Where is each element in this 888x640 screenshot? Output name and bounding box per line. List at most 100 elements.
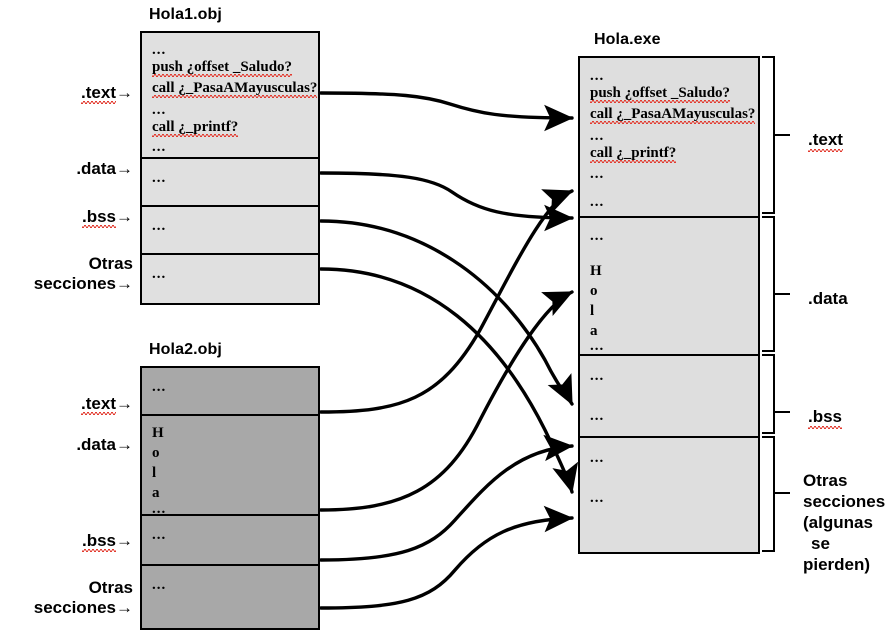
spellcheck-underline: call ¿_printf?	[590, 145, 677, 163]
hola1-divider-data-bss	[142, 205, 318, 207]
hola1-text-ellipsis-1: ...	[152, 42, 167, 58]
label-data-word: .data	[76, 159, 116, 178]
label-obj1-bss: .bss→	[0, 207, 133, 228]
label-otras-line1: Otras	[88, 578, 133, 597]
label-otras-word: secciones	[33, 598, 116, 617]
arrow-obj2-data-to-exe-data	[319, 290, 574, 512]
exe-otras-ellipsis-2: ...	[590, 490, 605, 506]
spellcheck-underline: push ¿offset _Saludo?	[590, 85, 731, 103]
exe-text-ellipsis-3: ...	[590, 166, 605, 182]
exe-divider-text-data	[580, 216, 758, 218]
label-obj1-otras: Otras secciones→	[0, 254, 133, 294]
exe-data-char-l: l	[590, 303, 595, 319]
hola2-section-data: H o l a ...	[142, 416, 318, 515]
label-arrow-icon: →	[116, 83, 133, 102]
hola1-obj-box: ... push ¿offset _Saludo? call ¿_PasaAMa…	[140, 31, 320, 305]
exe-bss-ellipsis-2: ...	[590, 408, 605, 424]
exe-section-bss: ... ...	[580, 356, 758, 436]
label-otras-line3: (algunas	[803, 513, 873, 532]
arrow-obj1-otras-to-exe-otras	[319, 267, 579, 494]
label-bss-word: .bss	[81, 531, 117, 552]
exe-data-ellipsis-1: ...	[590, 228, 605, 244]
hola-exe-title: Hola.exe	[594, 31, 661, 48]
linker-arrows	[319, 91, 579, 610]
exe-code-call-printf: call ¿_printf?	[590, 145, 677, 163]
exe-otras-ellipsis-1: ...	[590, 450, 605, 466]
exe-data-char-o: o	[590, 283, 598, 299]
label-arrow-icon: →	[116, 598, 133, 617]
label-arrow-icon: →	[116, 274, 133, 293]
label-obj2-otras: Otras secciones→	[0, 578, 133, 618]
label-obj2-bss: .bss→	[0, 531, 133, 552]
exe-code-push: push ¿offset _Saludo?	[590, 85, 731, 103]
hola2-divider-bss-otras	[142, 564, 318, 566]
exe-data-char-a: a	[590, 323, 598, 339]
label-text-word: .text	[81, 394, 116, 415]
label-arrow-icon: →	[116, 159, 133, 178]
spellcheck-underline: push ¿offset _Saludo?	[152, 59, 293, 77]
hola2-text-ellipsis: ...	[152, 379, 167, 395]
exe-data-char-H: H	[590, 263, 602, 279]
hola2-obj-title: Hola2.obj	[149, 341, 222, 358]
arrow-obj1-text-to-exe-text	[319, 91, 574, 132]
exe-text-ellipsis-4: ...	[590, 194, 605, 210]
hola2-data-char-H: H	[152, 425, 164, 441]
hola1-text-ellipsis-2: ...	[152, 102, 167, 118]
exe-section-otras: ... ...	[580, 438, 758, 552]
bracket-otras	[762, 436, 775, 552]
hola2-section-bss: ...	[142, 516, 318, 564]
hola1-section-data: ...	[142, 159, 318, 205]
label-obj2-data: .data→	[0, 435, 133, 455]
label-bss-word: .bss	[81, 207, 117, 228]
label-arrow-icon: →	[116, 531, 133, 550]
label-text-word: .text	[81, 83, 116, 104]
arrow-obj1-data-to-exe-data	[319, 171, 574, 232]
hola2-data-char-a: a	[152, 485, 160, 501]
hola2-otras-ellipsis: ...	[152, 577, 167, 593]
bracket-text	[762, 56, 775, 214]
spellcheck-underline: call ¿_PasaAMayusculas?	[590, 106, 756, 124]
hola1-text-ellipsis-3: ...	[152, 139, 167, 155]
arrow-obj2-otras-to-exe-otras	[319, 505, 574, 610]
hola1-code-push: push ¿offset _Saludo?	[152, 59, 293, 77]
label-text-word: .text	[808, 130, 843, 152]
arrow-obj2-bss-to-exe-bss	[319, 434, 574, 562]
exe-bss-ellipsis-1: ...	[590, 368, 605, 384]
hola-exe-box: ... push ¿offset _Saludo? call ¿_PasaAMa…	[578, 56, 760, 554]
label-data-word: .data	[808, 289, 848, 308]
label-otras-word: secciones	[33, 274, 116, 293]
hola2-divider-data-bss	[142, 514, 318, 516]
hola1-code-call-mayusculas: call ¿_PasaAMayusculas?	[152, 80, 318, 98]
hola1-section-otras: ...	[142, 255, 318, 303]
label-otras-line4: se	[811, 534, 830, 553]
hola1-otras-ellipsis: ...	[152, 266, 167, 282]
label-exe-data: .data	[808, 288, 848, 309]
exe-text-ellipsis-2: ...	[590, 128, 605, 144]
bracket-data	[762, 216, 775, 352]
hola2-data-char-l: l	[152, 465, 157, 481]
label-exe-otras: Otras secciones (algunas se pierden)	[803, 470, 885, 575]
hola2-data-char-o: o	[152, 445, 160, 461]
spellcheck-underline: call ¿_printf?	[152, 119, 239, 137]
label-arrow-icon: →	[116, 435, 133, 454]
label-obj2-text: .text→	[0, 394, 133, 415]
hola2-divider-text-data	[142, 414, 318, 416]
label-otras-line2: secciones→	[0, 274, 133, 294]
exe-data-ellipsis-2: ...	[590, 338, 605, 354]
hola1-data-ellipsis: ...	[152, 170, 167, 186]
spellcheck-underline: call ¿_PasaAMayusculas?	[152, 80, 318, 98]
label-exe-text: .text	[808, 129, 843, 152]
hola2-bss-ellipsis: ...	[152, 527, 167, 543]
hola1-section-text: ... push ¿offset _Saludo? call ¿_PasaAMa…	[142, 33, 318, 157]
arrow-obj1-bss-to-exe-bss	[319, 219, 574, 406]
label-exe-bss: .bss	[808, 406, 843, 429]
hola1-bss-ellipsis: ...	[152, 218, 167, 234]
label-otras-line2: secciones→	[0, 598, 133, 618]
hola1-divider-bss-otras	[142, 253, 318, 255]
hola2-section-otras: ...	[142, 566, 318, 628]
label-data-word: .data	[76, 435, 116, 454]
label-bss-word: .bss	[808, 407, 843, 429]
exe-text-ellipsis-1: ...	[590, 68, 605, 84]
hola2-data-ellipsis: ...	[152, 501, 167, 515]
